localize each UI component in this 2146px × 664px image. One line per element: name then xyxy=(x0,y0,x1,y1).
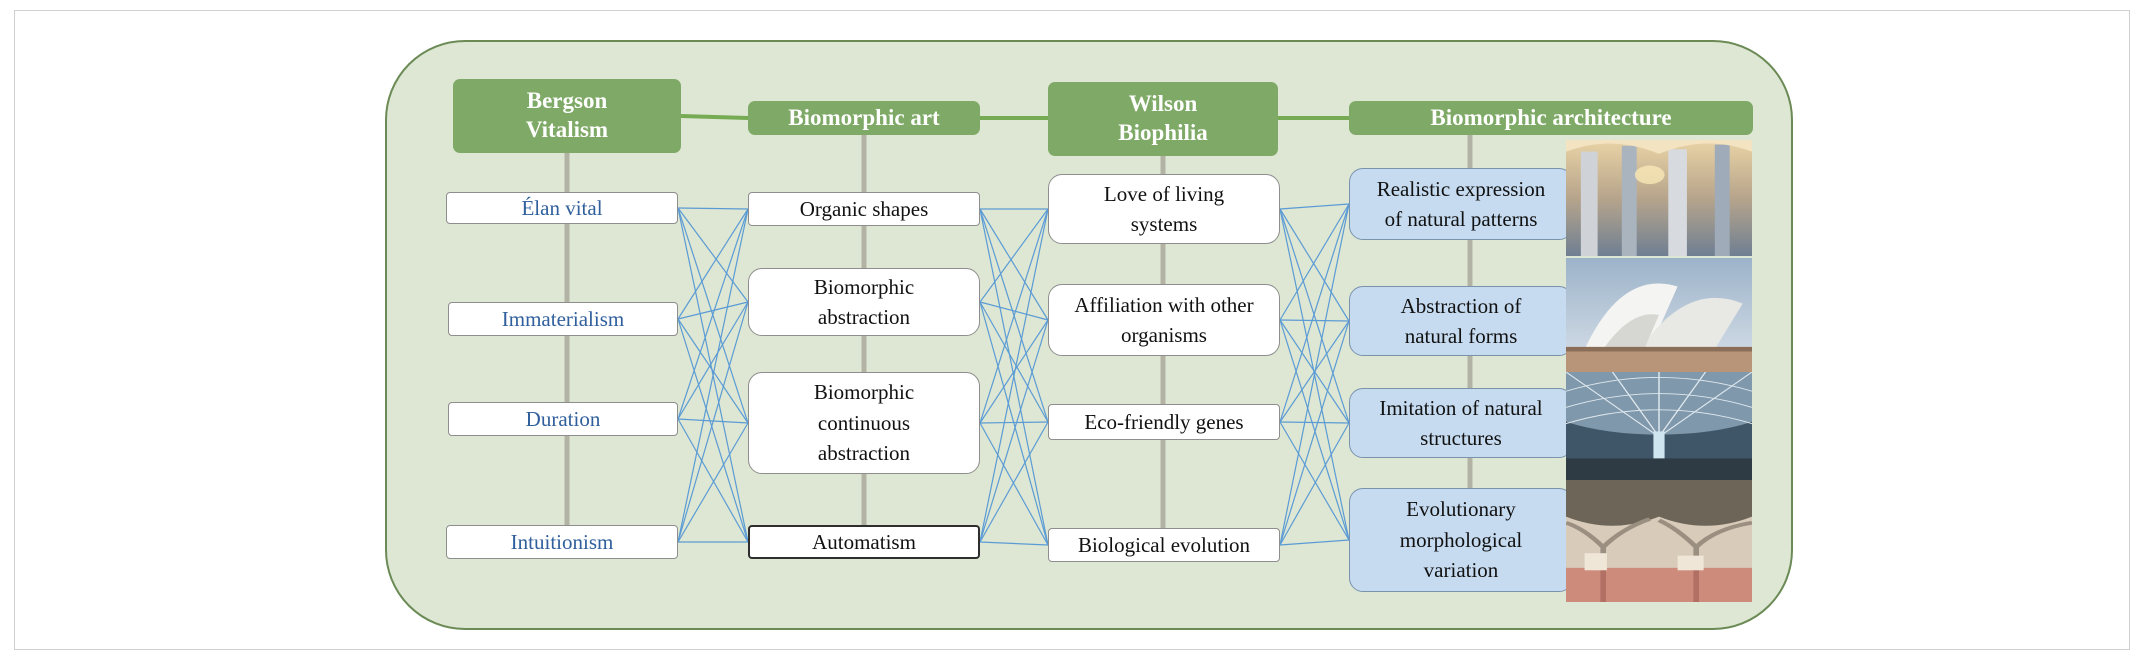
connector-0-0-0 xyxy=(677,207,749,210)
connector-0-1-3 xyxy=(677,318,749,543)
node-realistic-expression: Realistic expression of natural patterns xyxy=(1349,168,1573,240)
connector-0-2-0 xyxy=(677,208,749,420)
connector-0-3-0 xyxy=(677,208,749,543)
connector-0-2-3 xyxy=(677,418,749,543)
node-biomorphic-continuous-abstraction: Biomorphic continuous abstraction xyxy=(748,372,980,474)
glass-dome-structure-icon xyxy=(1566,372,1752,480)
cathedral-interior-columns-icon xyxy=(1566,140,1752,256)
node-love-of-living-systems: Love of living systems xyxy=(1048,174,1280,244)
connector-1-2-1 xyxy=(979,319,1049,424)
node-biological-evolution: Biological evolution xyxy=(1048,528,1280,562)
connector-2-2-0 xyxy=(1279,203,1350,423)
connector-1-0-1 xyxy=(979,208,1049,321)
connector-2-3-3 xyxy=(1279,539,1350,546)
node-evolutionary-morphological-variation: Evolutionary morphological variation xyxy=(1349,488,1573,592)
header-wilson-biophilia: Wilson Biophilia xyxy=(1048,82,1278,156)
node-abstraction-of-natural-forms: Abstraction of natural forms xyxy=(1349,286,1573,356)
connector-0-1-0 xyxy=(677,208,749,320)
connector-2-2-3 xyxy=(1279,421,1350,541)
node-duration: Duration xyxy=(448,402,678,436)
connector-1-1-0 xyxy=(979,208,1049,303)
tree-like-canopy-hall-icon xyxy=(1566,480,1752,602)
connector-1-2-0 xyxy=(979,208,1049,424)
connector-0-2-1 xyxy=(677,301,749,420)
connector-2-0-1 xyxy=(1279,208,1350,322)
header-link-0-1 xyxy=(680,114,749,120)
header-biomorphic-architecture: Biomorphic architecture xyxy=(1349,101,1753,135)
connector-1-3-3 xyxy=(979,541,1049,546)
opera-house-shells-icon xyxy=(1566,258,1752,372)
node-eco-friendly-genes: Eco-friendly genes xyxy=(1048,404,1280,440)
connector-1-1-1 xyxy=(979,301,1049,321)
connector-2-3-1 xyxy=(1279,320,1350,546)
connector-1-2-2 xyxy=(979,421,1049,424)
connector-2-0-2 xyxy=(1279,208,1350,424)
connector-2-3-0 xyxy=(1279,203,1350,546)
node-automatism: Automatism xyxy=(748,525,980,559)
connector-2-1-1 xyxy=(1279,319,1350,322)
connector-1-3-2 xyxy=(979,421,1049,543)
node-affiliation-with-other-organisms: Affiliation with other organisms xyxy=(1048,284,1280,356)
connector-1-1-2 xyxy=(979,301,1049,423)
connector-2-1-0 xyxy=(1279,203,1350,321)
node-biomorphic-abstraction: Biomorphic abstraction xyxy=(748,268,980,336)
header-biomorphic-art: Biomorphic art xyxy=(748,101,980,135)
node-imitation-of-natural-structures: Imitation of natural structures xyxy=(1349,388,1573,458)
node-organic-shapes: Organic shapes xyxy=(748,192,980,226)
connector-0-3-2 xyxy=(677,422,749,543)
connector-0-3-1 xyxy=(677,301,749,543)
connector-1-2-3 xyxy=(979,422,1049,546)
connector-0-0-1 xyxy=(677,207,749,303)
node-immaterialism: Immaterialism xyxy=(448,302,678,336)
node-intuitionism: Intuitionism xyxy=(446,525,678,559)
connector-1-3-0 xyxy=(979,208,1049,543)
connector-0-1-2 xyxy=(677,318,749,424)
connector-2-1-3 xyxy=(1279,319,1350,541)
connector-0-1-1 xyxy=(677,301,749,320)
connector-2-0-0 xyxy=(1279,203,1350,210)
header-bergson-vitalism: Bergson Vitalism xyxy=(453,79,681,153)
connector-1-1-3 xyxy=(979,301,1049,546)
connector-2-3-2 xyxy=(1279,422,1350,546)
connector-2-2-2 xyxy=(1279,421,1350,424)
node-elan-vital: Élan vital xyxy=(446,192,678,224)
connector-1-3-1 xyxy=(979,319,1049,543)
